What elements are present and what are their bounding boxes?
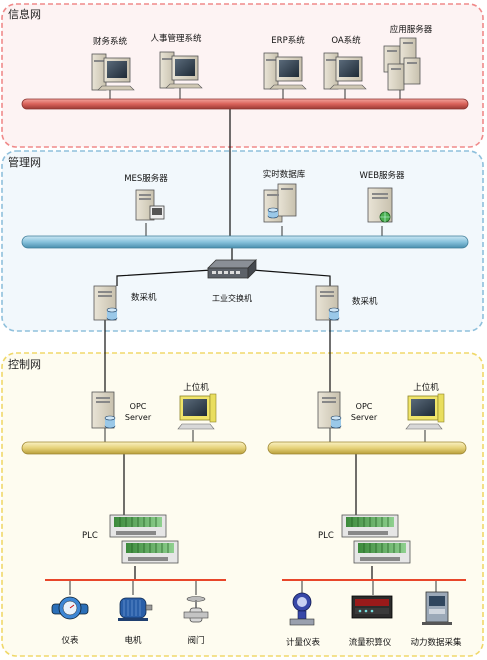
plc-left-label: PLC	[82, 531, 98, 541]
web-server	[367, 187, 393, 223]
switch-left-link	[116, 269, 213, 286]
motor-icon	[118, 597, 153, 621]
metering-instrument-icon	[289, 592, 315, 626]
app-server-cluster	[383, 37, 421, 91]
ctrl-bus-right	[267, 441, 467, 455]
valve-label: 阀门	[187, 635, 204, 646]
flow-label: 流量积算仪	[349, 637, 392, 648]
rtdb-label: 实时数据库	[263, 169, 306, 180]
power-acquisition-icon	[422, 591, 452, 625]
metering-label: 计量仪表	[286, 637, 321, 648]
app-server-label: 应用服务器	[390, 24, 433, 35]
collector-right	[315, 285, 340, 321]
ctrl-bus-left	[21, 441, 247, 455]
host-right-label: 上位机	[413, 382, 439, 393]
valve-icon	[183, 596, 209, 623]
info-zone: 信息网	[1, 3, 484, 148]
collector-left	[93, 285, 118, 321]
flow-totalizer-icon	[351, 595, 393, 619]
opc-server-left	[91, 391, 116, 429]
mgmt-zone-title: 管理网	[8, 155, 41, 169]
opc-server-right	[317, 391, 342, 429]
oa-workstation	[323, 52, 367, 90]
switch-label: 工业交换机	[212, 293, 252, 303]
switch-right-link	[251, 269, 331, 286]
rtdb-server	[263, 183, 297, 223]
power-label: 动力数据采集	[410, 637, 462, 648]
opc-right-label-2: Server	[351, 413, 378, 422]
host-left-label: 上位机	[183, 382, 209, 393]
info-zone-box	[1, 3, 484, 148]
finance-label: 财务系统	[93, 36, 128, 47]
meter-label: 仪表	[61, 635, 79, 646]
hr-workstation	[159, 51, 203, 89]
web-label: WEB服务器	[359, 170, 405, 181]
opc-left-label-2: Server	[125, 413, 152, 422]
plc-left	[109, 514, 179, 564]
info-bus	[21, 98, 469, 110]
industrial-switch	[207, 259, 257, 279]
mes-server	[135, 189, 165, 221]
oa-label: OA系统	[331, 35, 361, 46]
finance-workstation	[91, 53, 135, 91]
plc-right-label: PLC	[318, 531, 334, 541]
collector-left-label: 数采机	[131, 292, 157, 303]
hr-label: 人事管理系统	[150, 33, 202, 44]
erp-label: ERP系统	[271, 35, 305, 46]
motor-label: 电机	[124, 635, 142, 646]
meter-icon	[51, 596, 89, 620]
connectors	[104, 109, 373, 580]
host-pc-left	[177, 393, 217, 430]
host-pc-right	[405, 393, 445, 430]
opc-right-label-1: OPC	[356, 402, 373, 411]
collector-right-label: 数采机	[352, 296, 378, 307]
opc-left-label-1: OPC	[130, 402, 147, 411]
info-zone-title: 信息网	[8, 7, 41, 21]
erp-workstation	[263, 52, 307, 90]
plc-right	[341, 514, 411, 564]
ctrl-zone-title: 控制网	[8, 357, 41, 371]
mgmt-bus	[21, 235, 469, 249]
bus-drops	[69, 87, 437, 595]
mes-label: MES服务器	[124, 173, 168, 184]
